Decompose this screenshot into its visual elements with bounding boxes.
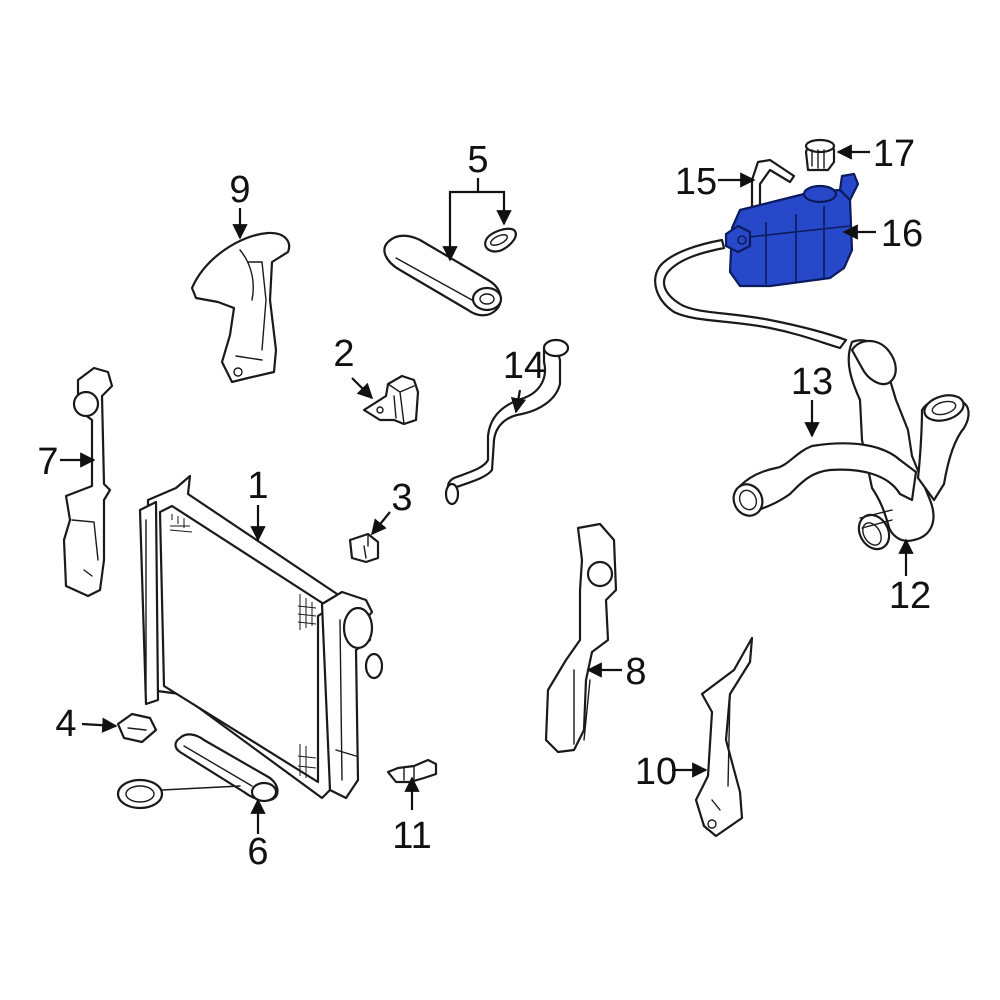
- part-6-hose[interactable]: [174, 733, 279, 803]
- callout-5[interactable]: 5: [467, 139, 488, 181]
- part-5-hose[interactable]: [383, 234, 503, 317]
- callout-9[interactable]: 9: [229, 169, 250, 211]
- part-4-clip[interactable]: [116, 712, 158, 744]
- callout-13[interactable]: 13: [791, 361, 833, 403]
- part-11-sensor[interactable]: [386, 758, 438, 784]
- part-9-shroud-bracket[interactable]: [190, 231, 291, 384]
- radiator-core-grid: [169, 514, 317, 778]
- callout-8[interactable]: 8: [625, 651, 646, 693]
- callout-1[interactable]: 1: [247, 465, 268, 507]
- callout-2[interactable]: 2: [333, 333, 354, 375]
- callout-7[interactable]: 7: [37, 441, 58, 483]
- callout-14[interactable]: 14: [503, 345, 545, 387]
- callout-3[interactable]: 3: [391, 477, 412, 519]
- leader-lines: [60, 144, 914, 834]
- callout-4[interactable]: 4: [55, 703, 76, 745]
- callout-16[interactable]: 16: [881, 213, 923, 255]
- callout-11[interactable]: 11: [392, 815, 431, 857]
- callout-labels: 1 2 3 4 5 6 7 8 9 10 11 12 13 14 15 16 1…: [37, 133, 931, 873]
- callout-6[interactable]: 6: [247, 831, 268, 873]
- part-15-overflow-hose[interactable]: [654, 158, 848, 350]
- part-2-bracket[interactable]: [362, 374, 420, 426]
- part-7-air-duct-left[interactable]: [62, 366, 114, 598]
- part-16-coolant-reservoir[interactable]: [724, 172, 860, 288]
- part-6-clamp[interactable]: [116, 778, 241, 810]
- callout-17[interactable]: 17: [873, 133, 915, 175]
- part-14-hose[interactable]: [444, 338, 570, 506]
- callout-15[interactable]: 15: [675, 161, 717, 203]
- part-3-rubber-mount[interactable]: [348, 532, 380, 564]
- part-13-hose[interactable]: [729, 391, 970, 520]
- part-10-side-panel[interactable]: [694, 636, 754, 838]
- callout-10[interactable]: 10: [635, 751, 677, 793]
- callout-12[interactable]: 12: [889, 575, 931, 617]
- part-5-clamp[interactable]: [484, 227, 517, 253]
- part-8-air-duct-right[interactable]: [544, 522, 618, 754]
- part-1-radiator[interactable]: [138, 474, 384, 800]
- part-17-reservoir-cap[interactable]: [804, 138, 836, 172]
